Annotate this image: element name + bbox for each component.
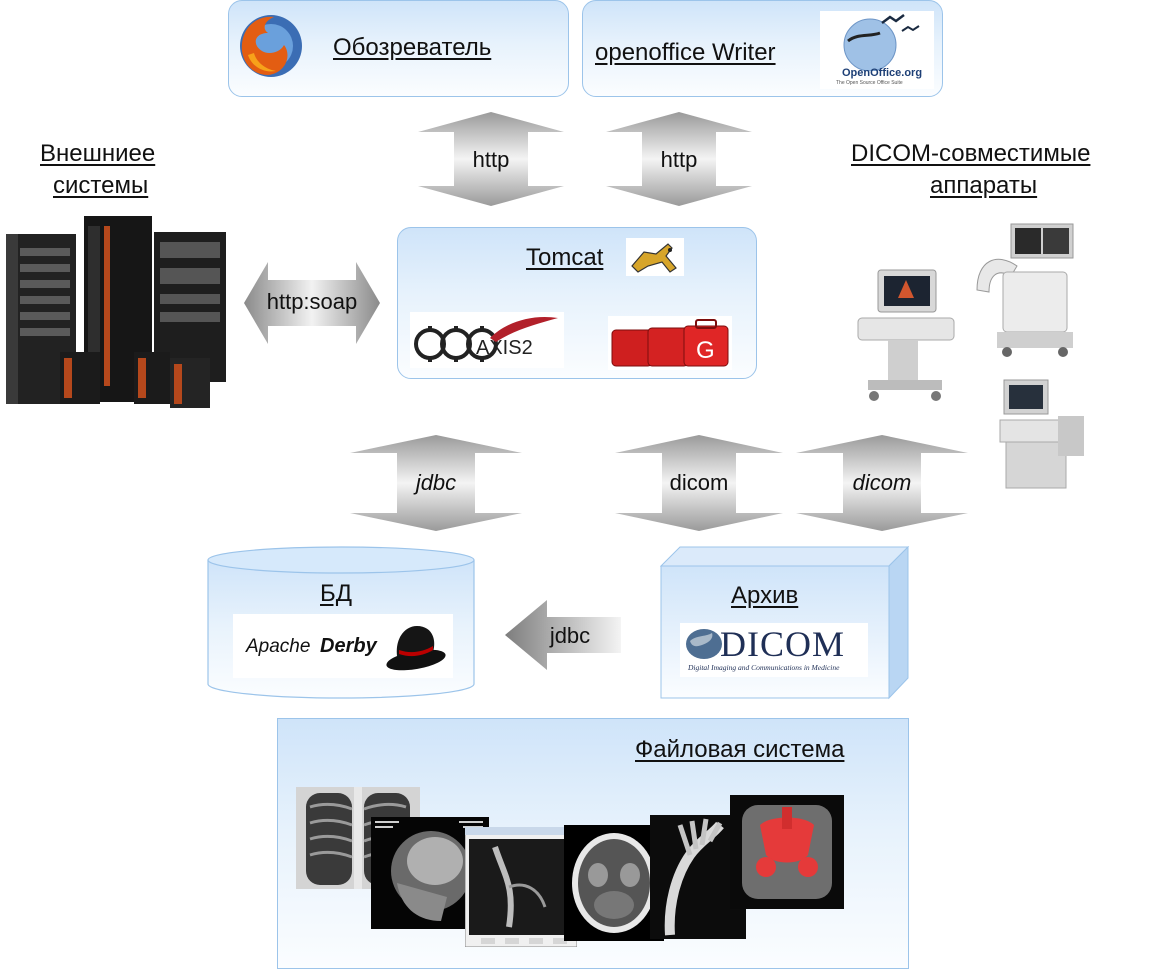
pelvis-3d-image bbox=[730, 795, 844, 909]
server-rack-icon bbox=[6, 216, 226, 408]
dicom-logo-text: DICOM bbox=[720, 624, 846, 664]
dicom-devices-label: dicom bbox=[852, 470, 912, 495]
jdbc-tomcat-label: jdbc bbox=[415, 470, 457, 495]
tomcat-icon bbox=[626, 238, 684, 276]
firefox-icon bbox=[240, 15, 302, 77]
writer-label: openoffice Writer bbox=[595, 39, 776, 66]
tomcat-panel: Tomcat AXIS2 G bbox=[397, 227, 757, 379]
jdbc-archive-label: jdbc bbox=[549, 623, 591, 648]
http-soap-arrow bbox=[244, 262, 380, 344]
openoffice-logo-text: OpenOffice.org bbox=[842, 67, 923, 79]
xray-cabinet-icon bbox=[976, 223, 1074, 357]
derby-logo-text-bold: Derby bbox=[320, 635, 377, 657]
openoffice-logo-sub: The Open Source Office Suite bbox=[836, 80, 903, 86]
dicom-archive-arrow bbox=[615, 435, 783, 531]
derby-logo-text-light: Apache bbox=[246, 636, 316, 657]
database-label: БД bbox=[320, 580, 353, 607]
writer-panel: openoffice Writer OpenOffice.org The Ope… bbox=[582, 0, 943, 97]
ultrasound-device-icon bbox=[857, 269, 955, 401]
external-systems-label-2: системы bbox=[53, 172, 149, 199]
globe-icon bbox=[686, 629, 722, 659]
openoffice-logo: OpenOffice.org The Open Source Office Su… bbox=[820, 11, 934, 89]
http-arrow-left bbox=[418, 112, 564, 206]
dicom-logo-sub: Digital Imaging and Communications in Me… bbox=[688, 663, 840, 672]
angio-window-image bbox=[465, 827, 577, 947]
gwt-logo: G bbox=[608, 316, 732, 370]
gwt-text: G bbox=[696, 337, 715, 364]
dicom-archive-label: dicom bbox=[669, 470, 729, 495]
filesystem-panel: Файловая система bbox=[277, 718, 909, 969]
derby-logo: Apache Derby bbox=[233, 614, 453, 678]
http-label-right: http bbox=[660, 147, 698, 172]
dicom-devices-arrow bbox=[796, 435, 968, 531]
browser-label: Обозреватель bbox=[333, 34, 492, 61]
dicom-logo: DICOM Digital Imaging and Communications… bbox=[680, 623, 868, 677]
derby-hat-icon bbox=[386, 626, 446, 671]
ct-console-icon bbox=[999, 379, 1084, 489]
tomcat-label: Tomcat bbox=[526, 244, 604, 271]
dicom-devices-label-1: DICOM-совместимые bbox=[851, 140, 1091, 167]
http-soap-label: http:soap bbox=[266, 289, 358, 314]
archive-label: Архив bbox=[731, 582, 799, 609]
dicom-devices-label-2: аппараты bbox=[930, 172, 1038, 199]
jdbc-tomcat-arrow bbox=[350, 435, 522, 531]
browser-panel: Обозреватель bbox=[228, 0, 569, 97]
http-arrow-right bbox=[606, 112, 752, 206]
axis2-logo: AXIS2 bbox=[410, 312, 564, 368]
external-systems-label-1: Внешниее bbox=[40, 140, 156, 167]
jdbc-archive-arrow bbox=[505, 600, 621, 670]
ct-head-image bbox=[564, 825, 664, 941]
axis2-text: AXIS2 bbox=[476, 337, 533, 359]
filesystem-label: Файловая система bbox=[635, 736, 845, 763]
http-label-left: http bbox=[472, 147, 510, 172]
